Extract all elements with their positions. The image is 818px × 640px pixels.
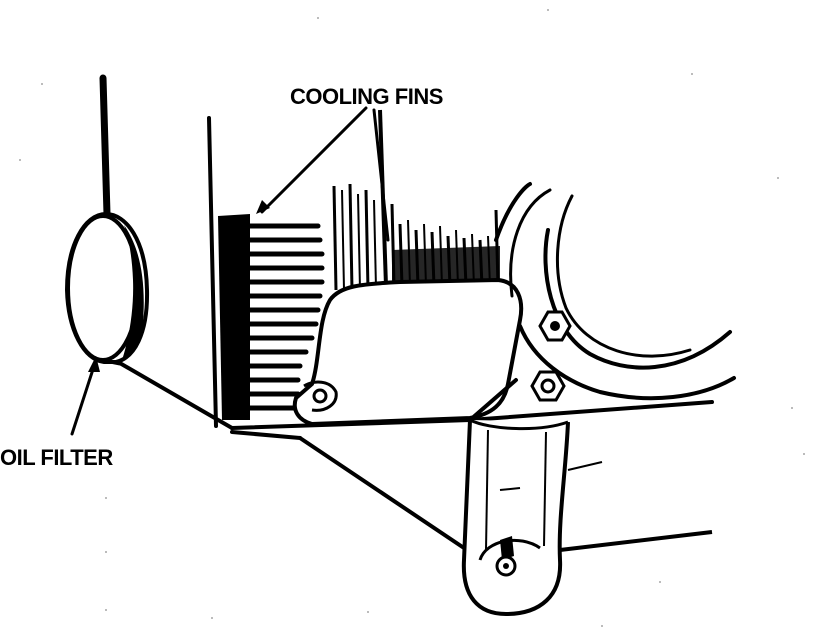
cooling-fins-arrowhead (256, 200, 270, 214)
oil-sump (461, 418, 713, 617)
oil-filter (64, 74, 150, 366)
hex-bolt-upper (538, 310, 572, 342)
oil-filter-label: OIL FILTER (0, 445, 113, 470)
cooling-fins-leaders (260, 106, 390, 242)
hex-bolt-lower (530, 370, 566, 402)
cooling-fins (218, 214, 325, 420)
oil-filter-leader (70, 358, 98, 436)
flywheel-housing (468, 182, 736, 422)
oil-filter-arrowhead (88, 356, 100, 372)
fin-shadow-band (392, 246, 500, 286)
cover-plate (292, 277, 524, 427)
cooling-fins-label: COOLING FINS (290, 84, 443, 109)
